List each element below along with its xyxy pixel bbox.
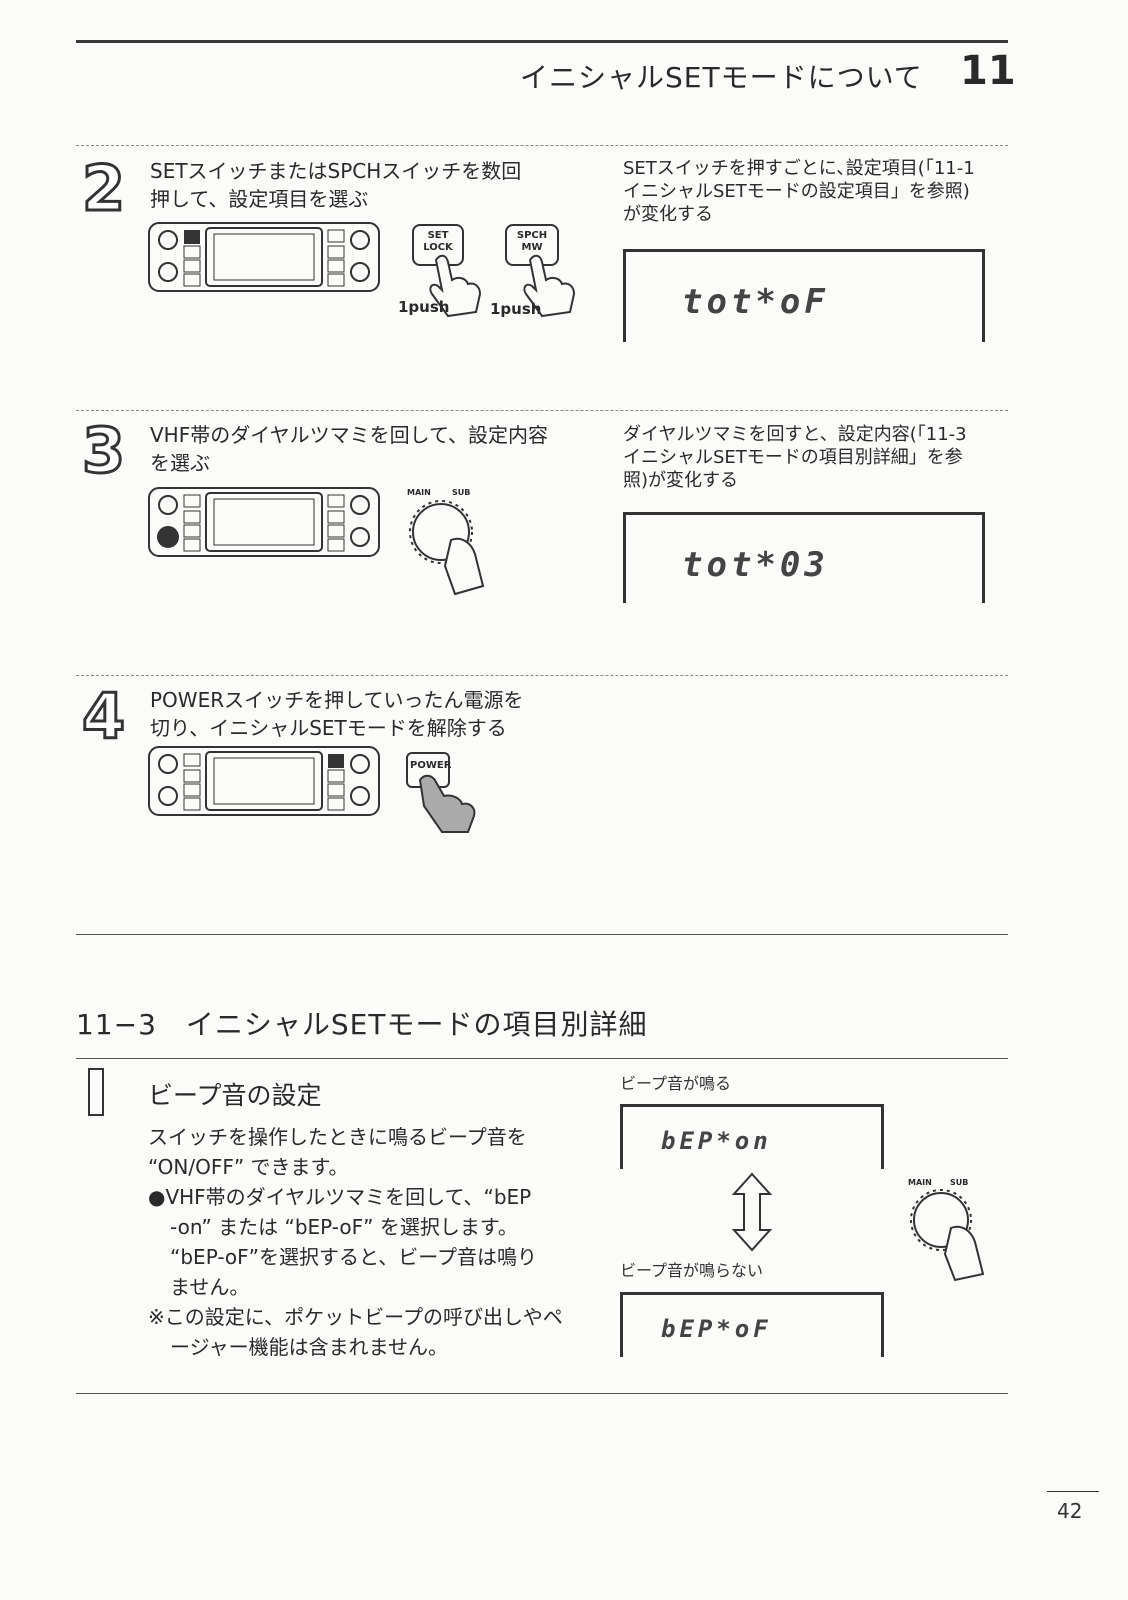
set-lock-button-illustration: SET LOCK xyxy=(412,224,464,266)
page-number: 42 xyxy=(1057,1499,1083,1523)
section-divider xyxy=(76,1393,1008,1394)
step-note-line: 照)が変化する xyxy=(623,470,739,491)
step-instruction-line: VHF帯のダイヤルツマミを回して、設定内容 xyxy=(150,423,549,447)
header-rule xyxy=(76,40,1008,43)
step-divider xyxy=(76,410,1008,411)
step-note-line: イニシャルSETモードの項目別詳細」を参 xyxy=(623,447,963,468)
lcd-display: tot*oF xyxy=(623,249,985,342)
lcd-display: bEP*on xyxy=(620,1104,884,1169)
radio-panel-illustration xyxy=(148,746,380,816)
step-number: 4 xyxy=(80,680,126,753)
button-label: SET xyxy=(427,230,449,241)
lcd-readout: bEP*oF xyxy=(661,1315,772,1343)
step-note: ダイヤルツマミを回すと、設定内容(｢11-3 イニシャルSETモードの項目別詳細… xyxy=(623,423,967,492)
lcd-readout: tot*03 xyxy=(682,545,829,585)
item-body-line: ※この設定に、ポケットビープの呼び出しやペ xyxy=(148,1305,563,1329)
step-instruction-line: POWERスイッチを押していったん電源を xyxy=(150,688,524,712)
knob-main-label: MAIN xyxy=(407,488,431,497)
lcd-display: tot*03 xyxy=(623,512,985,603)
section-title: 11−3 イニシャルSETモードの項目別詳細 xyxy=(76,1008,648,1041)
item-body-line: -on” または “bEP-oF” を選択します。 xyxy=(170,1215,518,1239)
section-divider xyxy=(76,1058,1008,1059)
beep-off-label: ビープ音が鳴らない xyxy=(620,1261,764,1280)
item-body-line: ●VHF帯のダイヤルツマミを回して、“bEP xyxy=(148,1185,532,1209)
beep-on-label: ビープ音が鳴る xyxy=(620,1074,732,1093)
push-caption: 1push xyxy=(398,298,450,316)
push-caption: 1push xyxy=(490,300,542,318)
dial-knob-icon xyxy=(409,500,485,596)
button-label: MW xyxy=(521,242,543,253)
item-body-line: ージャー機能は含まれません。 xyxy=(170,1335,448,1359)
step-note-line: SETスイッチを押すごとに､設定項目(｢11-1 xyxy=(623,158,975,179)
item-title: ビープ音の設定 xyxy=(148,1081,322,1110)
knob-sub-label: SUB xyxy=(950,1178,969,1187)
step-instruction-line: 切り、イニシャルSETモードを解除する xyxy=(150,716,507,740)
item-body: スイッチを操作したときに鳴るビープ音を “ON/OFF” できます。 ●VHF帯… xyxy=(148,1122,563,1362)
chapter-title: イニシャルSETモードについて xyxy=(520,61,923,94)
step-note-line: が変化する xyxy=(623,204,713,225)
button-label: SPCH xyxy=(516,230,548,241)
pointing-hand-icon xyxy=(418,774,476,833)
page-number-rule xyxy=(1047,1491,1099,1492)
step-note: SETスイッチを押すごとに､設定項目(｢11-1 イニシャルSETモードの設定項… xyxy=(623,157,975,226)
step-divider xyxy=(76,145,1008,146)
step-note-line: ダイヤルツマミを回すと、設定内容(｢11-3 xyxy=(623,424,967,445)
lcd-display: bEP*oF xyxy=(620,1292,884,1357)
step-instruction-line: 押して、設定項目を選ぶ xyxy=(150,187,369,211)
step-number: 2 xyxy=(80,152,126,225)
radio-panel-illustration xyxy=(148,487,380,557)
item-body-line: ません。 xyxy=(170,1275,250,1299)
double-arrow-icon xyxy=(731,1172,773,1252)
button-label: LOCK xyxy=(423,242,453,253)
step-instruction: SETスイッチまたはSPCHスイッチを数回 押して、設定項目を選ぶ xyxy=(150,157,521,213)
lcd-readout: bEP*on xyxy=(661,1127,772,1155)
item-body-line: スイッチを操作したときに鳴るビープ音を xyxy=(148,1125,527,1149)
step-instruction: POWERスイッチを押していったん電源を 切り、イニシャルSETモードを解除する xyxy=(150,686,524,742)
knob-main-label: MAIN xyxy=(908,1178,932,1187)
chapter-number: 11 xyxy=(960,48,1016,94)
step-instruction: VHF帯のダイヤルツマミを回して、設定内容 を選ぶ xyxy=(150,421,548,477)
knob-sub-label: SUB xyxy=(452,488,471,497)
item-body-line: “ON/OFF” できます。 xyxy=(148,1155,349,1179)
step-note-line: イニシャルSETモードの設定項目」を参照) xyxy=(623,181,970,202)
step-instruction-line: を選ぶ xyxy=(150,451,210,475)
lcd-readout: tot*oF xyxy=(682,282,829,322)
step-number: 3 xyxy=(80,414,126,487)
item-number-shape xyxy=(88,1068,104,1116)
dial-knob-icon xyxy=(910,1189,985,1282)
radio-panel-illustration xyxy=(148,222,380,292)
button-label: POWER xyxy=(410,760,452,771)
step-instruction-line: SETスイッチまたはSPCHスイッチを数回 xyxy=(150,159,522,183)
pointing-hand-icon xyxy=(429,254,482,318)
pointing-hand-icon xyxy=(523,254,576,318)
step-divider xyxy=(76,675,1008,676)
item-number: 1 xyxy=(80,1066,81,1068)
item-body-line: “bEP-oF”を選択すると、ビープ音は鳴り xyxy=(170,1245,538,1269)
section-divider xyxy=(76,934,1008,935)
